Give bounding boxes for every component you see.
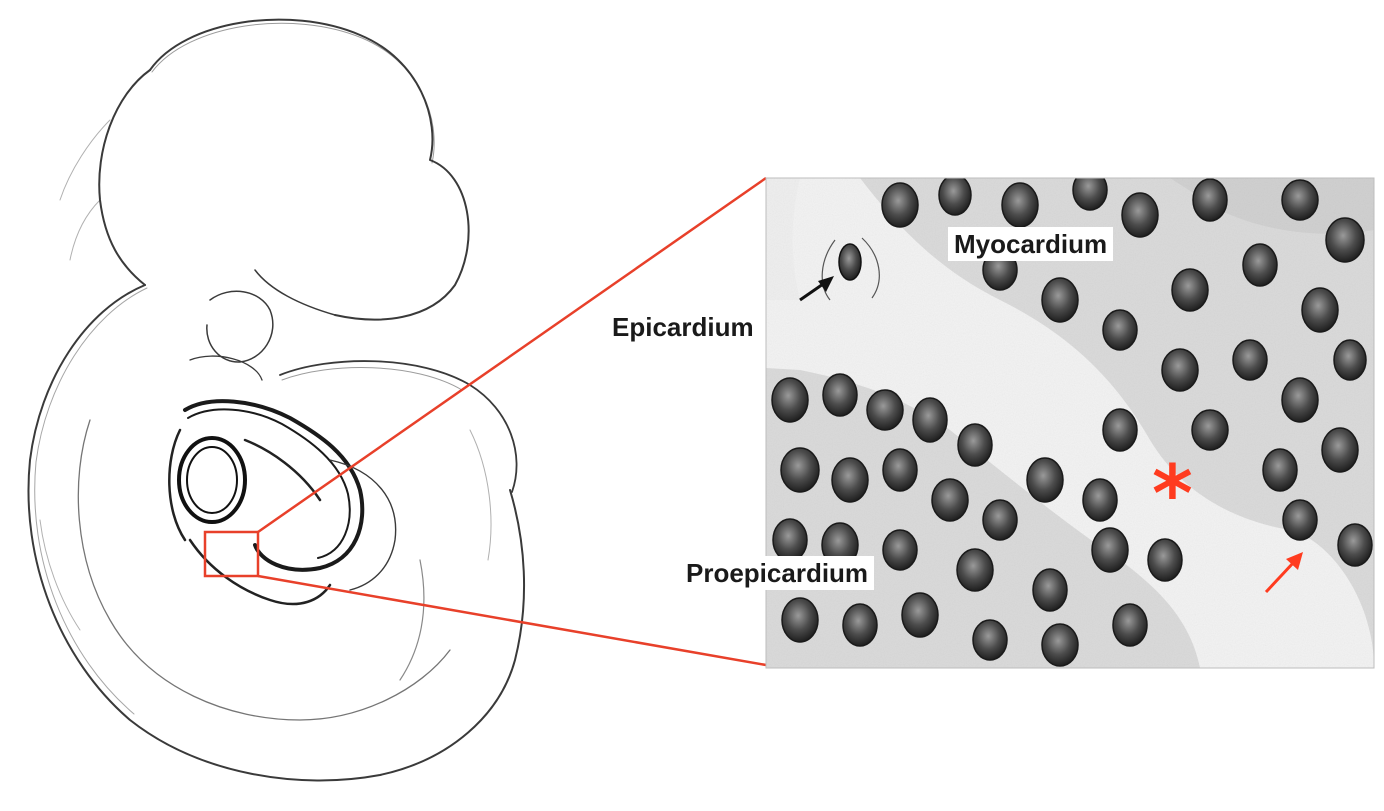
label-proepicardium: Proepicardium xyxy=(680,556,874,590)
label-epicardium: Epicardium xyxy=(612,312,754,342)
label-myocardium: Myocardium xyxy=(948,227,1113,261)
highlight-box xyxy=(205,532,258,576)
connector-line-top xyxy=(258,178,766,532)
embryo-drawing xyxy=(28,20,524,781)
asterisk-marker: * xyxy=(1152,456,1193,534)
epicardium-cell xyxy=(839,244,861,280)
